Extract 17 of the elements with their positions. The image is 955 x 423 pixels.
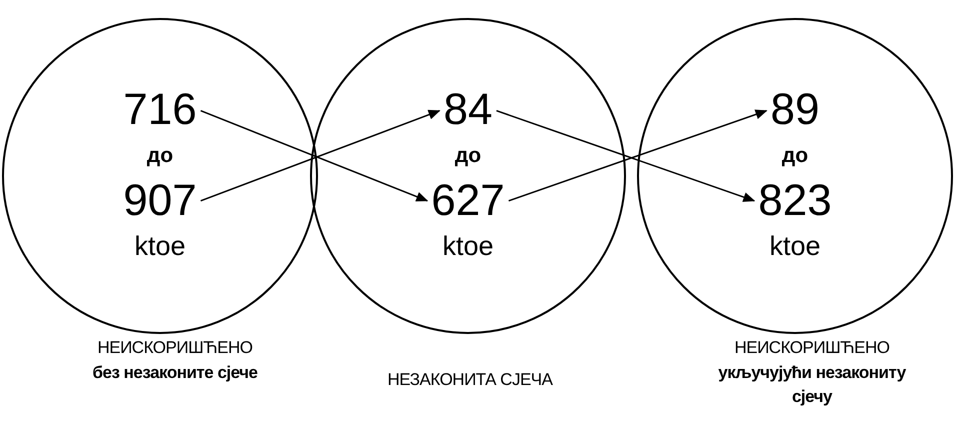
unit-text: ktoe	[769, 230, 821, 264]
node-label: НЕЗАКОНИТА СЈЕЧА	[388, 369, 552, 391]
value-text: 84	[444, 85, 492, 136]
node-label: НЕИСКОРИШЋЕНО	[734, 337, 890, 359]
connector-word: до	[782, 143, 808, 169]
value-text: 907	[123, 176, 197, 226]
connector-word: до	[454, 143, 482, 169]
value-text: 89	[770, 85, 820, 136]
connector-word: до	[146, 143, 174, 169]
node-label: НЕИСКОРИШЋЕНО	[97, 337, 253, 359]
unit-text: ktoe	[442, 230, 494, 264]
value-text: 627	[431, 176, 505, 226]
node-label: без незаконите сјече	[92, 362, 258, 384]
unit-text: ktoe	[134, 230, 186, 264]
value-text: 823	[758, 176, 832, 226]
value-text: 716	[123, 85, 197, 136]
node-label: укључујући незакониту сјечу	[717, 362, 907, 408]
